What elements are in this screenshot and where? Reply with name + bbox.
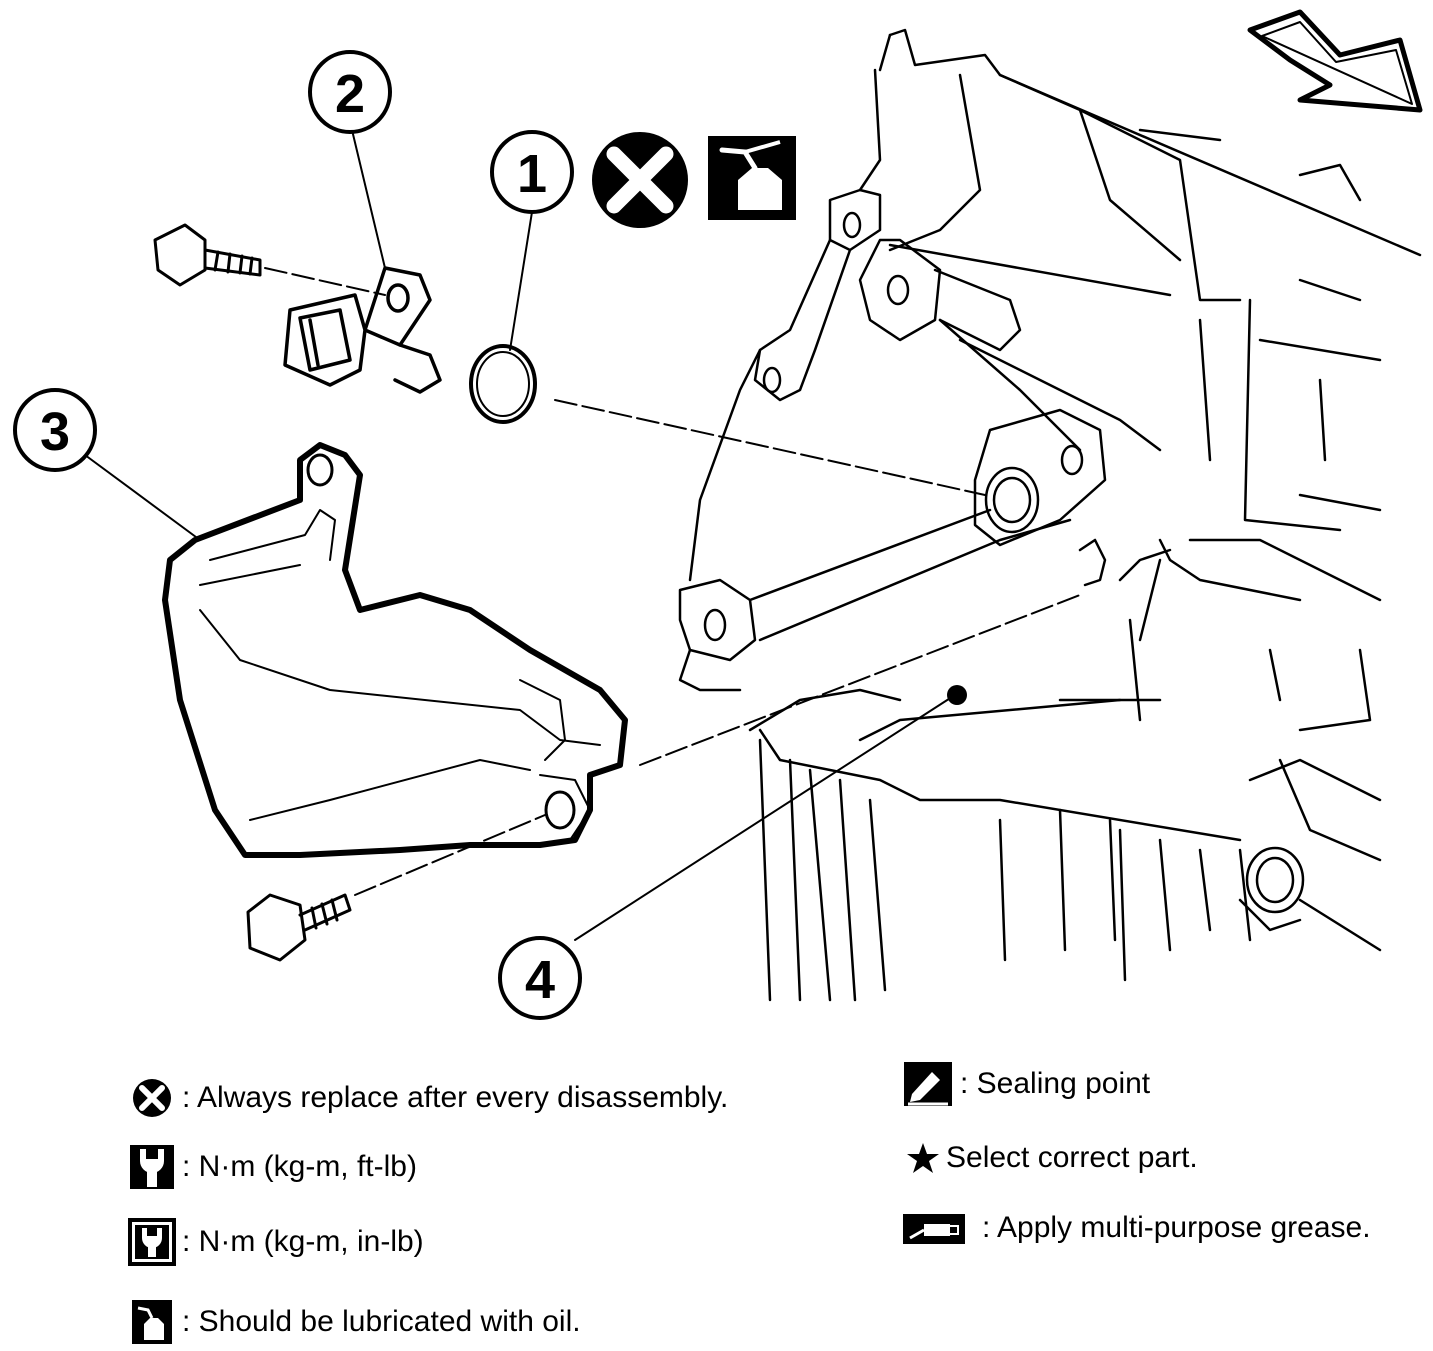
sealing-point-icon [904,1062,952,1106]
callout-1-circle [490,130,574,214]
legend-sealing: : Sealing point [902,1060,1150,1108]
bracket-bolt [246,814,546,962]
oil-can-icon [132,1300,172,1344]
legend-replace-text: : Always replace after every disassembly… [182,1081,729,1114]
star-icon [907,1143,939,1173]
camshaft-position-sensor [283,266,442,394]
callout-1-leader [509,211,533,351]
legend-select-text: Select correct part. [946,1141,1198,1174]
replace-x-icon [592,132,688,228]
exploded-parts-diagram: 1 2 3 4 [13,9,1423,1020]
legend-grease: : Apply multi-purpose grease. [902,1210,1371,1246]
torque-wrench-icon [130,1145,174,1189]
torque-wrench-in-icon [128,1218,176,1266]
callout-3-number: 3 [40,402,70,462]
legend-torque-ft: : N·m (kg-m, ft-lb) [128,1143,417,1191]
callout-4-circle [498,936,582,1020]
sensor-bolt [153,223,386,296]
bracket-cover [162,442,628,858]
grease-gun-icon [903,1214,965,1244]
replace-x-icon [133,1079,171,1117]
legend-sealing-text: : Sealing point [960,1067,1151,1100]
legend-grease-text: : Apply multi-purpose grease. [982,1211,1371,1244]
legend-torque-in: : N·m (kg-m, in-lb) [128,1218,424,1266]
callout-2-number: 2 [335,64,365,124]
callout-4-leader [574,694,956,941]
front-direction-arrow [1247,9,1423,113]
legend-oil: : Should be lubricated with oil. [128,1298,581,1346]
point-4-marker [947,685,967,705]
legend-replace: : Always replace after every disassembly… [128,1078,728,1118]
legend-torque-in-text: : N·m (kg-m, in-lb) [182,1225,424,1258]
bracket-leader-line [639,594,1081,766]
engine-block [678,28,1422,1002]
oil-can-icon [708,136,796,220]
callout-4-number: 4 [525,950,555,1010]
callout-3-leader [84,454,201,541]
o-ring-leader-line [554,399,986,496]
callout-1-number: 1 [517,144,547,204]
legend-oil-text: : Should be lubricated with oil. [182,1305,581,1338]
callout-2-leader [351,129,386,269]
o-ring [469,344,537,424]
callout-3-circle [13,388,97,472]
legend-select: Select correct part. [906,1142,1198,1174]
legend-torque-ft-text: : N·m (kg-m, ft-lb) [182,1150,417,1183]
callout-2-circle [308,50,392,134]
